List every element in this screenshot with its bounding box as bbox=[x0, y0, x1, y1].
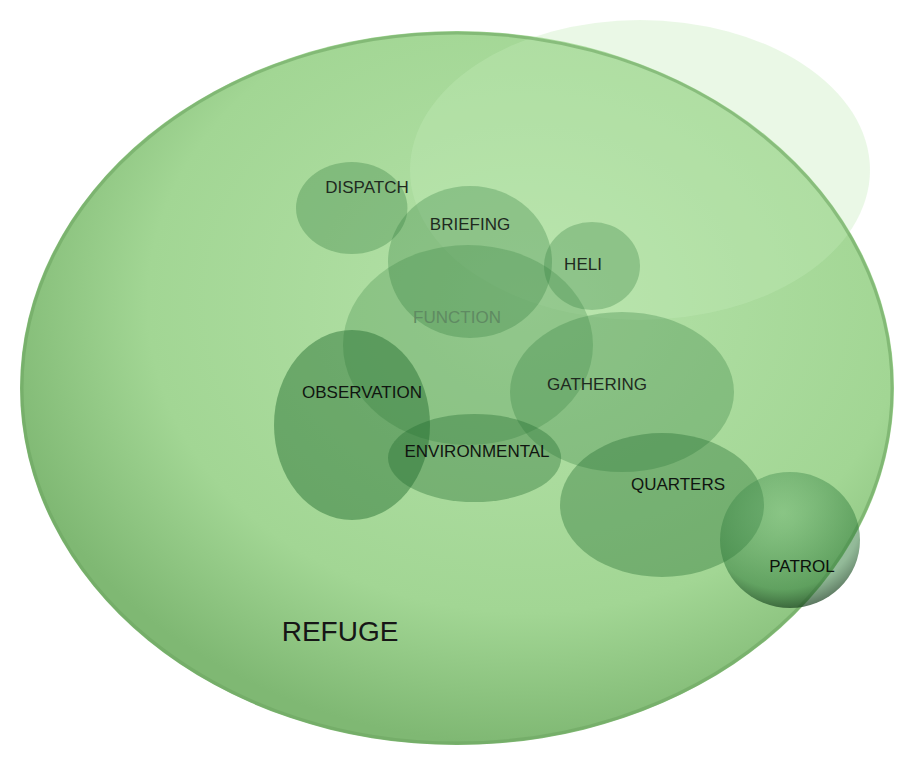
blob-fill bbox=[720, 472, 860, 608]
node-label: QUARTERS bbox=[631, 476, 725, 495]
environmental-blob: ENVIRONMENTAL bbox=[388, 414, 561, 502]
label-wrap: REFUGE bbox=[282, 617, 399, 648]
label-wrap: DISPATCH bbox=[325, 179, 408, 198]
label-wrap: ENVIRONMENTAL bbox=[404, 443, 549, 462]
node-label: ENVIRONMENTAL bbox=[404, 443, 549, 462]
refuge-oval: REFUGE DISPATCH BRIEFING HELI FUNCTION OBSERV… bbox=[20, 31, 894, 745]
observation-blob: OBSERVATION bbox=[274, 330, 430, 520]
label-wrap: OBSERVATION bbox=[302, 384, 422, 403]
label-wrap: PATROL bbox=[769, 558, 835, 577]
label-wrap: GATHERING bbox=[547, 376, 647, 395]
patrol-blob: PATROL bbox=[720, 472, 860, 608]
label-wrap: HELI bbox=[564, 256, 602, 275]
label-wrap: BRIEFING bbox=[430, 216, 510, 235]
blob-fill bbox=[296, 162, 407, 254]
node-label: OBSERVATION bbox=[302, 384, 422, 403]
label-wrap: FUNCTION bbox=[413, 309, 501, 328]
node-label: DISPATCH bbox=[325, 179, 408, 198]
blob-fill bbox=[274, 330, 430, 520]
label-wrap: QUARTERS bbox=[631, 476, 725, 495]
dispatch-blob: DISPATCH bbox=[296, 162, 407, 254]
node-label: HELI bbox=[564, 256, 602, 275]
node-label: BRIEFING bbox=[430, 216, 510, 235]
blob-fill bbox=[388, 414, 561, 502]
node-label: REFUGE bbox=[282, 617, 399, 648]
blob-outline bbox=[274, 330, 430, 520]
node-label: PATROL bbox=[769, 558, 835, 577]
node-label: GATHERING bbox=[547, 376, 647, 395]
oval-rim bbox=[22, 33, 892, 743]
blob-outline bbox=[720, 472, 860, 608]
node-label: FUNCTION bbox=[413, 309, 501, 328]
blob-outline bbox=[296, 162, 407, 254]
